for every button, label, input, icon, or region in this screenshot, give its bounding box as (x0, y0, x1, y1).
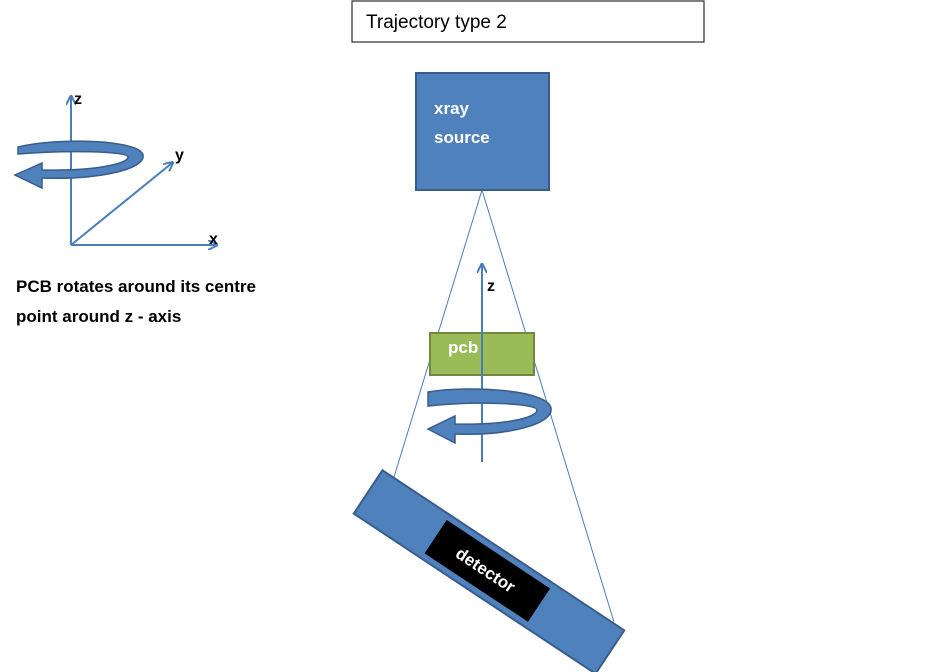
y-axis-arrow (70, 163, 172, 246)
xray-source-label-line-1: xray (434, 99, 470, 118)
rotation-arrow-icon (13, 140, 144, 190)
xray-source: xray source (415, 72, 550, 191)
detector-label-background (424, 519, 551, 622)
caption-line-1: PCB rotates around its centre (16, 277, 256, 296)
y-axis-label: y (175, 147, 184, 164)
pcb-rotation-axis-label: z (487, 278, 495, 295)
x-axis-label: x (209, 231, 218, 248)
detector: detector (352, 468, 626, 672)
caption-line-2: point around z - axis (16, 307, 181, 326)
axes-legend: z y x PCB rotates around its centre poin… (13, 91, 256, 326)
pcb-label: pcb (448, 338, 478, 357)
diagram-title: Trajectory type 2 (366, 12, 507, 33)
xray-source-label-line-2: source (434, 128, 490, 147)
pcb-rotation-arrow-icon (426, 388, 552, 445)
z-axis-label: z (74, 91, 82, 108)
title-box: Trajectory type 2 (351, 0, 705, 43)
